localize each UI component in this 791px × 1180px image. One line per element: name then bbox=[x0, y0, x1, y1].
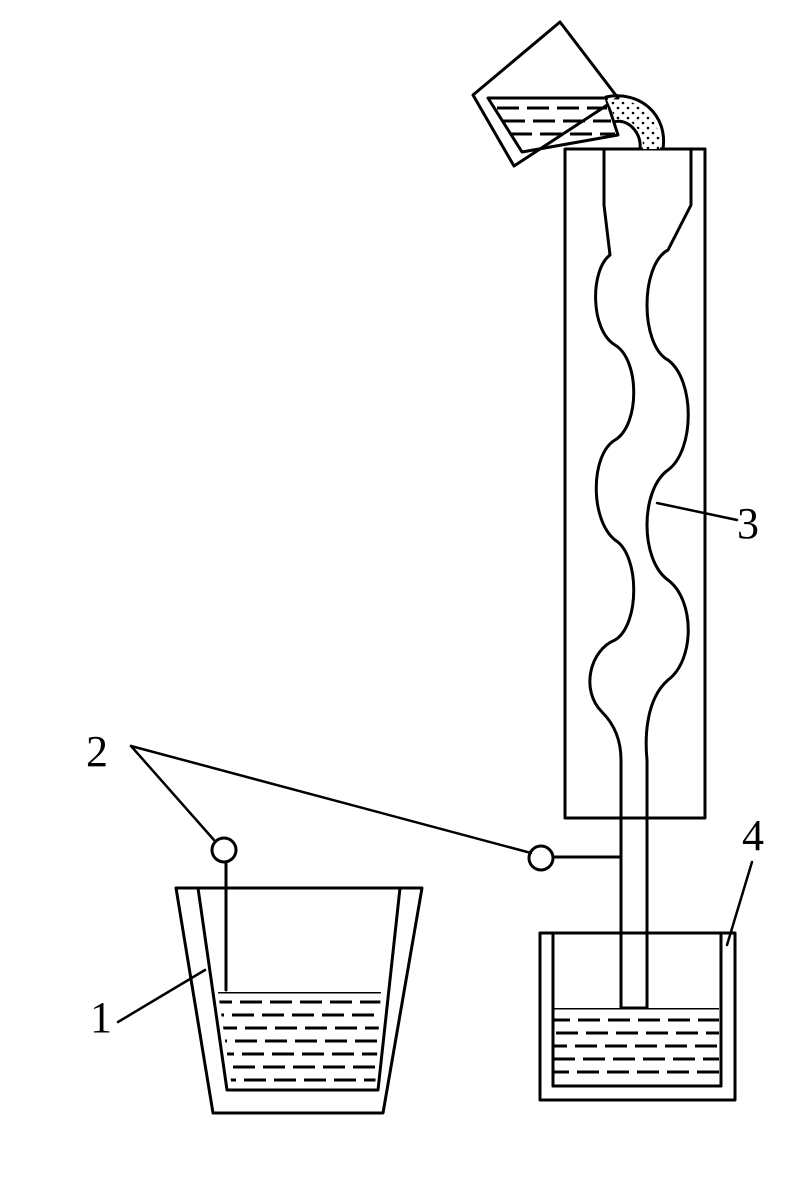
crucible-molten-metal bbox=[218, 992, 381, 1082]
label-mold: 3 bbox=[737, 499, 759, 548]
thermocouple-pipe bbox=[527, 844, 623, 872]
mold-box bbox=[563, 147, 707, 820]
leader-line-3 bbox=[655, 501, 739, 522]
receiving-container bbox=[538, 931, 737, 1102]
crucible bbox=[174, 886, 424, 1115]
leader-line-4 bbox=[725, 860, 754, 947]
serpentine-channel bbox=[588, 147, 693, 1010]
label-receiver: 4 bbox=[742, 811, 764, 860]
leader-line-1 bbox=[116, 968, 207, 1024]
ladle-molten-metal bbox=[497, 106, 615, 136]
label-thermocouple: 2 bbox=[86, 727, 108, 776]
receiver-molten-metal bbox=[553, 1008, 719, 1074]
leader-line-2b bbox=[129, 744, 533, 855]
pouring-ladle bbox=[471, 20, 666, 168]
label-crucible: 1 bbox=[90, 993, 112, 1042]
leader-line-2a bbox=[129, 744, 216, 842]
thermocouple-crucible bbox=[210, 836, 238, 992]
